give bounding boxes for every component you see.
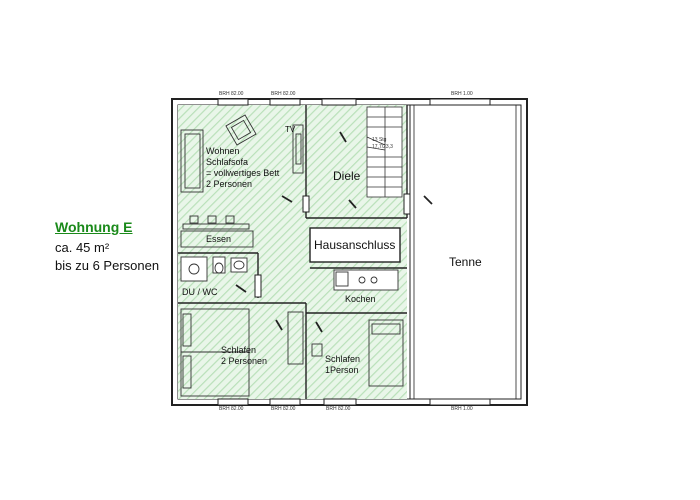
room-label-kochen: Kochen: [345, 294, 376, 304]
schlafen-1p-line-2: 1Person: [325, 365, 359, 375]
window-tag-top-3: BRH 1.00: [451, 91, 473, 97]
apartment-capacity: bis zu 6 Personen: [55, 258, 160, 273]
wohnen-line-3: = vollwertiges Bett: [206, 168, 280, 178]
hausanschluss-box: [309, 227, 401, 263]
room-label-schlafen-2p: Schlafen 2 Personen: [221, 345, 267, 367]
tenne-area: [409, 104, 522, 400]
interior-walls: [178, 105, 408, 399]
room-label-diele: Diele: [333, 169, 361, 183]
dining-table: [180, 215, 254, 248]
window-tag-bottom-1: BRH 82.00: [219, 406, 244, 412]
room-label-duwc: DU / WC: [182, 287, 218, 297]
wohnen-line-2: Schlafsofa: [206, 157, 249, 167]
sofa: [180, 129, 204, 193]
schlafen-2p-line-2: 2 Personen: [221, 356, 268, 366]
wohnen-line-1: Wohnen: [206, 146, 240, 156]
window-tag-top-2: BRH 82.00: [271, 91, 296, 97]
armchair: [225, 114, 257, 146]
tv-label: TV: [285, 125, 296, 134]
door-markers: [235, 131, 433, 333]
windows-bottom: [217, 398, 491, 406]
windows-top: [217, 98, 491, 106]
apartment-area: ca. 45 m²: [55, 240, 110, 255]
room-label-schlafen-1p: Schlafen 1Person: [325, 354, 360, 376]
room-label-hausanschluss: Hausanschluss: [314, 238, 396, 252]
schlafen-1p-line-1: Schlafen: [325, 354, 361, 364]
stairs-count: 13 Stg: [372, 137, 387, 143]
stairs-label: 13 Stg 17,7/23,3: [372, 137, 393, 151]
kitchen-counter: [333, 269, 399, 291]
schlafen-2p-line-1: Schlafen: [221, 345, 257, 355]
tv-cabinet: [292, 124, 304, 174]
bathroom-fixtures: [180, 256, 248, 282]
double-bed: [180, 308, 250, 397]
wardrobe: [287, 311, 304, 365]
room-label-essen: Essen: [206, 234, 232, 244]
wohnen-line-4: 2 Personen: [206, 179, 253, 189]
window-tag-bottom-2: BRH 82.00: [271, 406, 296, 412]
stairs-dimensions: 17,7/23,3: [372, 144, 393, 150]
window-tag-bottom-4: BRH 1.00: [451, 406, 473, 412]
room-label-tenne: Tenne: [449, 255, 482, 269]
room-label-wohnen: Wohnen Schlafsofa = vollwertiges Bett 2 …: [206, 146, 279, 190]
apartment-title: Wohnung E: [55, 219, 133, 235]
window-tag-top-1: BRH 82.00: [219, 91, 244, 97]
window-tag-bottom-3: BRH 82.00: [326, 406, 351, 412]
single-bed: [368, 319, 404, 387]
staircase: [366, 106, 403, 198]
